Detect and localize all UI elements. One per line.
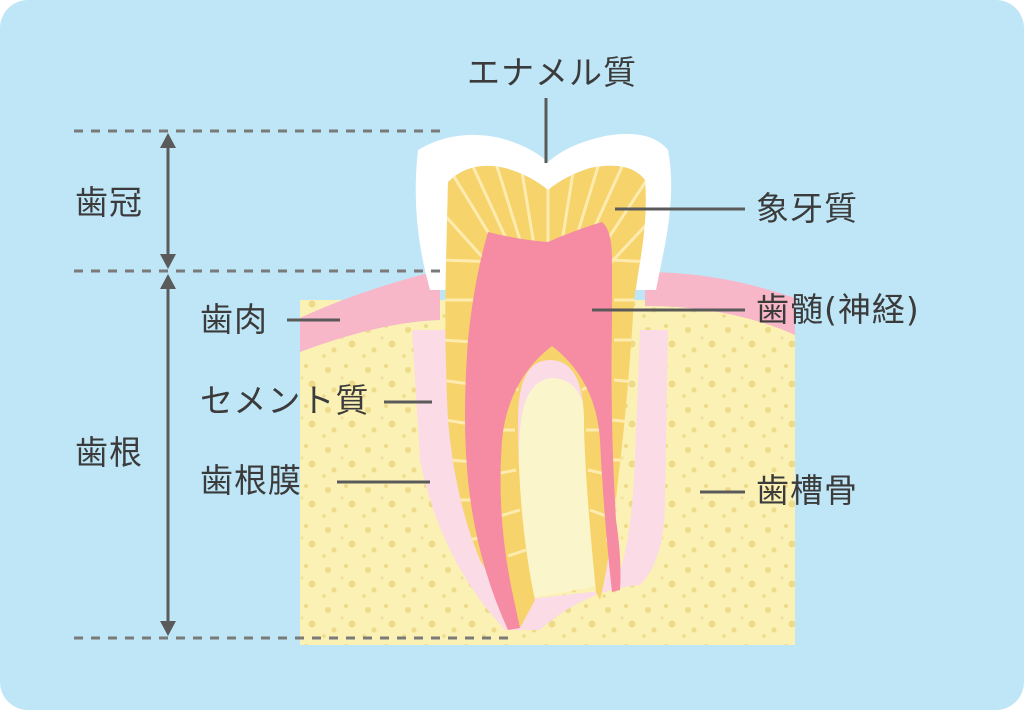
label-gum: 歯肉: [200, 300, 268, 339]
dashed-guides: [74, 129, 515, 640]
gum-left: [300, 270, 440, 352]
root-arrow-top: [160, 274, 176, 289]
label-pulp: 歯髄(神経): [756, 290, 920, 329]
root-arrow-bottom: [160, 621, 176, 636]
leader-lines: [287, 98, 745, 494]
label-root: 歯根: [75, 433, 143, 472]
label-enamel: エナメル質: [467, 53, 637, 92]
inter-root-bone: [509, 368, 604, 600]
crown-arrow-top: [160, 133, 176, 148]
pulp: [465, 222, 621, 630]
periodontal-ligament: [412, 330, 668, 630]
crown-arrow-bottom: [160, 254, 176, 269]
label-alveolar-bone: 歯槽骨: [756, 471, 858, 510]
gum-right: [645, 272, 795, 335]
enamel: [415, 133, 672, 290]
label-dentin: 象牙質: [756, 189, 858, 228]
label-cementum: セメント質: [200, 381, 370, 420]
label-crown: 歯冠: [75, 183, 143, 222]
label-periodontal-ligament: 歯根膜: [200, 461, 302, 500]
